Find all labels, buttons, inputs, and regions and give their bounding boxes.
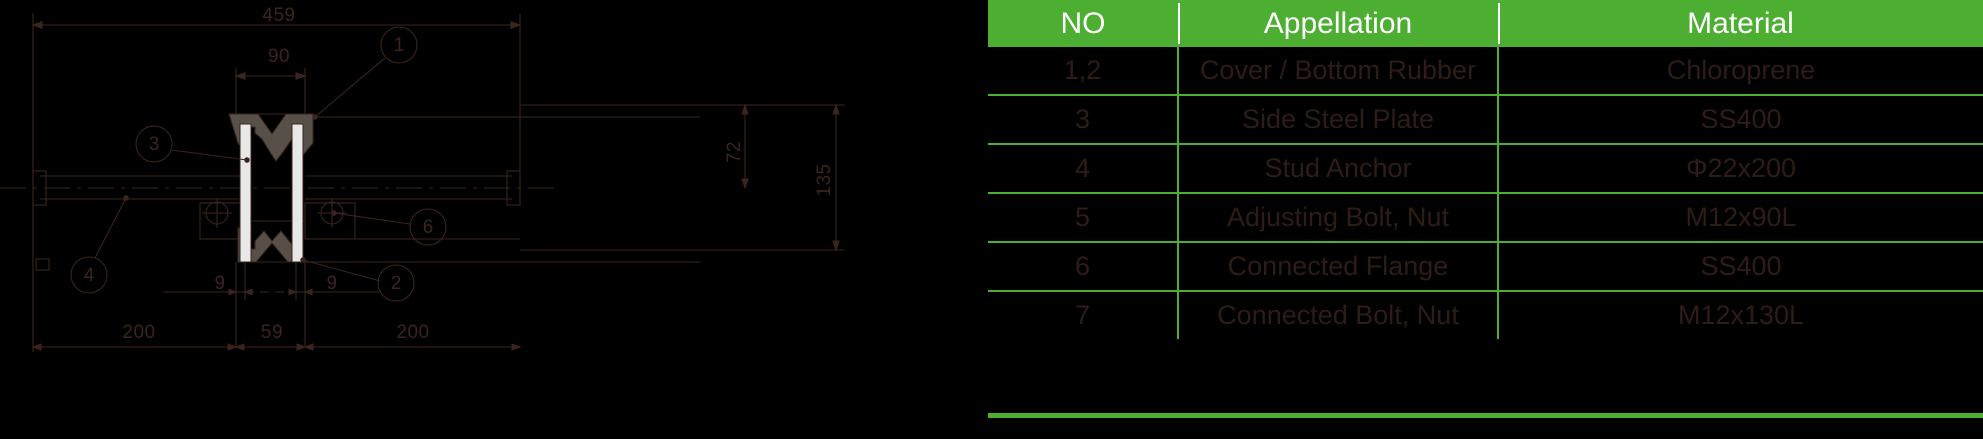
cell-no: 3: [988, 94, 1178, 145]
balloon-label-4: 4: [84, 265, 95, 286]
table-row: 6 Connected Flange SS400: [988, 241, 1983, 292]
dim-90: [235, 68, 306, 115]
table-bottom-border: [988, 413, 1983, 418]
table-row: 5 Adjusting Bolt, Nut M12x90L: [988, 192, 1983, 243]
column-header-material: Material: [1498, 0, 1983, 47]
cell-no: 4: [988, 143, 1178, 194]
body-outline-lines: [40, 104, 700, 263]
balloon-3: [135, 125, 250, 163]
dim-text-9-left: 9: [214, 273, 225, 294]
technical-drawing-panel: 459 90 72 135 9 9 200 59 200 1 2 3 4 6: [0, 0, 980, 439]
balloon-label-1: 1: [394, 35, 405, 56]
end-flange-left: [32, 170, 47, 206]
cell-material: SS400: [1497, 94, 1983, 145]
parts-list-panel: NO Appellation Material 1,2 Cover / Bott…: [988, 0, 1983, 425]
joint-construction-lines: [235, 115, 306, 347]
balloon-label-3: 3: [149, 134, 160, 155]
cell-appellation: Side Steel Plate: [1177, 94, 1498, 145]
cell-appellation: Adjusting Bolt, Nut: [1177, 192, 1498, 243]
dim-text-200-right: 200: [396, 322, 429, 343]
parts-table: NO Appellation Material 1,2 Cover / Bott…: [988, 0, 1983, 339]
side-steel-plate-left: [239, 123, 252, 263]
balloon-1: [312, 26, 418, 120]
dim-text-59: 59: [261, 322, 283, 343]
cell-no: 1,2: [988, 47, 1178, 96]
cell-appellation: Connected Bolt, Nut: [1177, 290, 1498, 339]
dim-text-9-right: 9: [326, 273, 337, 294]
dim-459: [31, 21, 522, 29]
column-header-no: NO: [988, 0, 1178, 47]
cell-material: M12x130L: [1497, 290, 1983, 339]
cell-no: 6: [988, 241, 1178, 292]
end-flange-right: [506, 170, 521, 206]
table-row: 4 Stud Anchor Φ22x200: [988, 143, 1983, 194]
side-steel-plate-right: [291, 123, 304, 263]
cell-appellation: Cover / Bottom Rubber: [1177, 47, 1498, 96]
balloon-label-6: 6: [423, 217, 434, 238]
balloon-label-2: 2: [391, 273, 402, 294]
cell-material: Chloroprene: [1497, 47, 1983, 96]
cell-material: M12x90L: [1497, 192, 1983, 243]
adjusting-bolt-symbol-left: [202, 198, 232, 228]
dim-text-72: 72: [724, 141, 745, 163]
dim-text-90: 90: [268, 46, 290, 67]
cell-no: 5: [988, 192, 1178, 243]
table-row: 3 Side Steel Plate SS400: [988, 94, 1983, 145]
cell-no: 7: [988, 290, 1178, 339]
cell-material: SS400: [1497, 241, 1983, 292]
dim-135: [700, 104, 845, 251]
parts-table-header: NO Appellation Material: [988, 0, 1983, 47]
header-row: NO Appellation Material: [988, 0, 1983, 47]
table-row: 1,2 Cover / Bottom Rubber Chloroprene: [988, 47, 1983, 96]
cell-appellation: Stud Anchor: [1177, 143, 1498, 194]
cell-material: Φ22x200: [1497, 143, 1983, 194]
balloon-4: [70, 195, 129, 294]
cad-drawing: 459 90 72 135 9 9 200 59 200 1 2 3 4 6: [0, 5, 845, 352]
balloon-2: [300, 257, 415, 302]
column-header-appellation: Appellation: [1178, 0, 1498, 47]
parts-table-body: 1,2 Cover / Bottom Rubber Chloroprene 3 …: [988, 47, 1983, 339]
table-row: 7 Connected Bolt, Nut M12x130L: [988, 290, 1983, 339]
cell-appellation: Connected Flange: [1177, 241, 1498, 292]
dim-text-200-left: 200: [122, 322, 155, 343]
dim-text-459: 459: [262, 5, 295, 26]
balloon-6: [331, 208, 447, 246]
dim-text-135: 135: [814, 163, 835, 196]
dim-200-59-200: [31, 343, 522, 351]
